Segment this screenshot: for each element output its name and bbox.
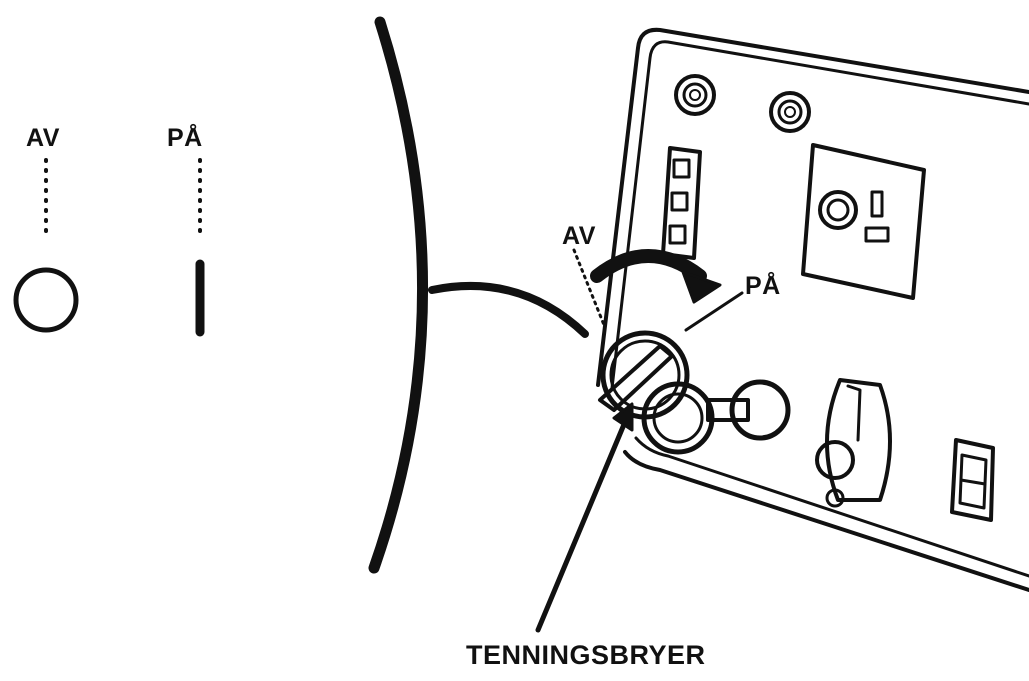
terminal-left (674, 74, 716, 116)
on-symbol-label: PÅ (167, 124, 203, 152)
terminal-right (769, 91, 811, 133)
outlet-module (801, 143, 926, 300)
magnifier-arc (368, 16, 428, 574)
magnifier-pointer (428, 281, 589, 338)
connector-plug (641, 379, 791, 455)
off-symbol-label: AV (26, 124, 60, 152)
indicator-strip (661, 146, 702, 260)
off-guide-line (572, 248, 606, 327)
ignition-switch-label: TENNINGSBRYER (466, 640, 706, 670)
rotation-arrow (590, 249, 722, 304)
panel-knob (815, 378, 892, 508)
panel-off-label: AV (562, 222, 596, 250)
switch-callout-line (535, 402, 634, 633)
panel-on-label: PÅ (745, 272, 781, 300)
control-panel (596, 27, 1029, 592)
on-guide-line (684, 291, 744, 332)
off-symbol (13, 158, 79, 333)
rocker-switch (950, 438, 995, 522)
